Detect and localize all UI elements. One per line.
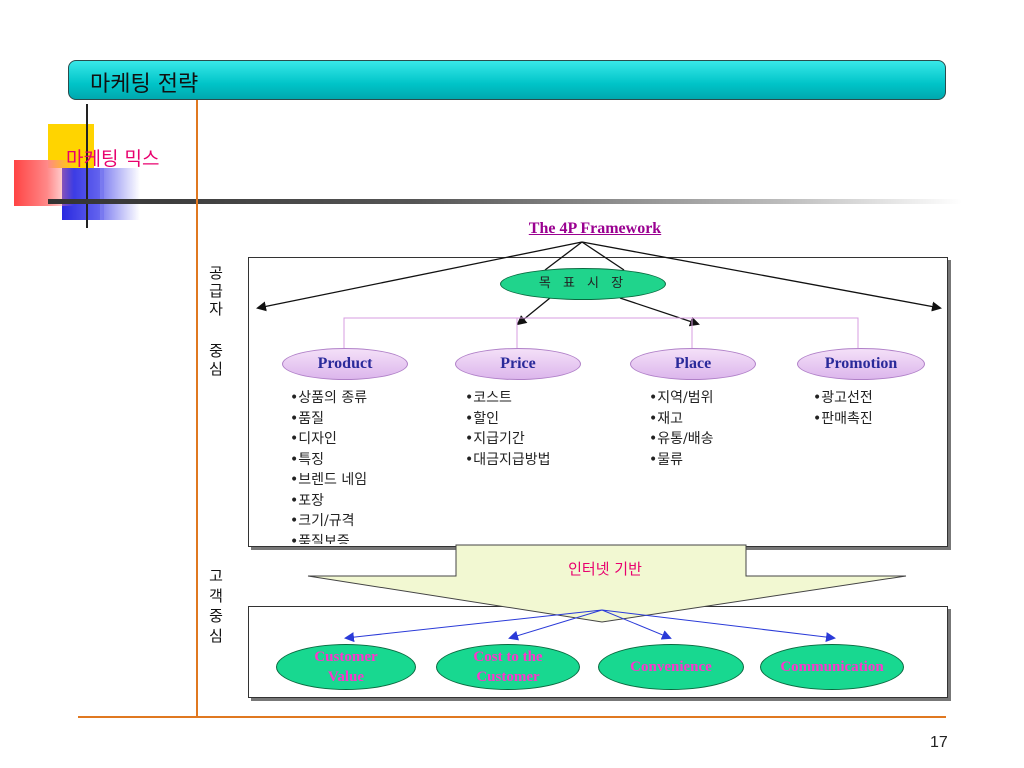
promotion-items: •광고선전 •판매촉진 [813,388,873,429]
promotion-pill: Promotion [797,348,925,380]
arrow-to-place [619,297,700,327]
p-bracket [343,317,859,348]
slide-subtitle: 마케팅 믹스 [66,148,160,170]
arrow-to-promotion [581,241,942,312]
side-label-char: 중 [209,342,223,360]
page-number: 17 [930,734,948,751]
list-item: •지역/범위 [649,390,714,406]
oval-line: Convenience [630,659,712,675]
supplier-centric-label: 공 급 자 중 심 [204,264,228,378]
framework-title: The 4P Framework [528,220,662,237]
arrow-to-customer-value [344,609,603,643]
4p-framework-box [248,257,948,547]
side-label-char: 심 [209,360,223,378]
list-item: •포장 [290,492,325,509]
list-item: •특징 [290,451,325,468]
list-item: •재고 [649,410,684,427]
place-pill: Place [630,348,756,380]
product-pill: Product [282,348,408,380]
list-item: •브렌드 네임 [290,472,368,488]
list-item: •품질 [290,410,325,427]
orange-vertical-line [196,100,198,718]
list-item: •광고선전 [813,390,873,406]
arrow-to-communication [601,609,836,643]
communication-oval: Communication [760,644,904,690]
orange-bottom-line [78,716,946,718]
list-item: •크기/규격 [290,513,355,529]
side-label-char: 고 [209,567,223,585]
target-market-oval: 목 표 시 장 [500,268,666,300]
product-items: •상품의 종류 •품질 •디자인 •특징 •브렌드 네임 •포장 •크기/규격 … [290,388,367,544]
deco-red-square [14,160,74,206]
convenience-oval: Convenience [598,644,744,690]
arrow-to-price [516,297,551,326]
oval-line: Customer [476,669,540,685]
list-item: •유통/배송 [649,431,714,447]
arrow-to-cost [508,609,603,641]
price-items: •코스트 •할인 •지급기간 •대금지급방법 [465,388,551,470]
list-item: •할인 [465,410,500,427]
side-label-char: 객 [209,587,223,605]
arrow-to-product [256,241,583,312]
side-label-char: 공 [209,264,223,282]
list-item: •디자인 [290,431,337,447]
arrow-to-target-right [581,241,625,271]
list-item: •상품의 종류 [290,390,368,406]
internet-based-label: 인터넷 기반 [568,560,642,578]
side-label-char: 자 [209,300,223,318]
side-label-char: 급 [209,282,223,300]
price-pill: Price [455,348,581,380]
slide-title: 마케팅 전략 [90,72,199,97]
side-label-char: 심 [209,627,223,645]
list-item: •품질보증 [290,533,350,545]
list-item: •대금지급방법 [465,451,551,468]
oval-line: Value [327,669,365,685]
internet-funnel [307,544,907,623]
list-item: •물류 [649,451,684,468]
arrow-to-target-left [544,241,583,271]
arrow-to-convenience [601,609,672,640]
deco-blue-fade [100,168,140,220]
list-item: •지급기간 [465,431,525,447]
place-items: •지역/범위 •재고 •유통/배송 •물류 [649,388,714,470]
customer-centric-label: 고 객 중 심 [204,566,228,646]
oval-line: Communication [780,659,884,675]
oval-line: Customer [314,649,378,665]
deco-vertical-dark-line [86,104,88,228]
list-item: •코스트 [465,390,512,406]
title-bar [68,60,946,100]
header-divider-line [48,199,962,204]
oval-line: Cost to the [473,649,543,665]
list-item: •판매촉진 [813,410,873,427]
side-label-char: 중 [209,607,223,625]
